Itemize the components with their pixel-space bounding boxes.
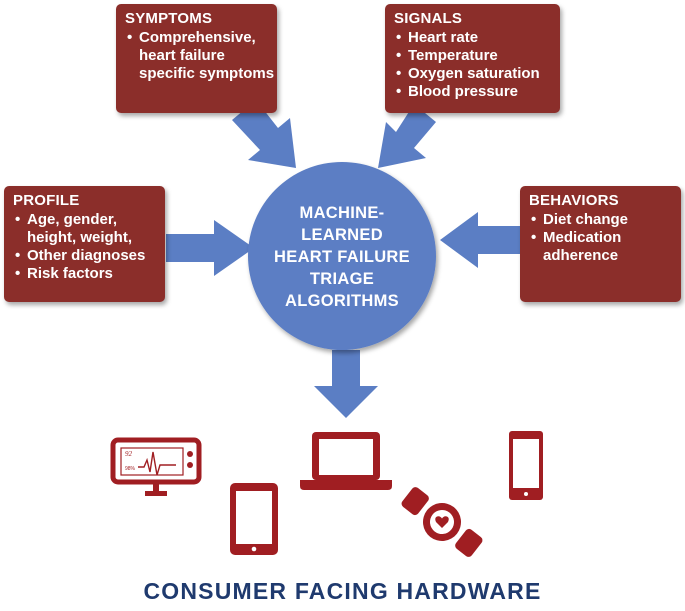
center-line: HEART FAILURE: [274, 248, 410, 266]
center-line: ALGORITHMS: [285, 292, 399, 310]
smartwatch-icon: [401, 487, 483, 557]
profile-box: PROFILE Age, gender, height, weight, Oth…: [4, 186, 165, 302]
symptoms-title: SYMPTOMS: [125, 10, 213, 27]
footer-caption: CONSUMER FACING HARDWARE: [143, 578, 542, 604]
list-item: Blood pressure: [396, 83, 551, 101]
symptoms-box: SYMPTOMS Comprehensive, heart failure sp…: [116, 4, 277, 113]
arrow-to-hardware: [314, 350, 378, 418]
list-item: Risk factors: [15, 265, 156, 283]
signals-title: SIGNALS: [394, 10, 463, 27]
center-circle: [248, 162, 436, 350]
list-item: Heart rate: [396, 29, 551, 47]
center-label: MACHINE- LEARNED HEART FAILURE TRIAGE AL…: [262, 202, 422, 312]
center-line: LEARNED: [301, 226, 383, 244]
list-item: Medication adherence: [531, 229, 653, 265]
center-line: MACHINE-: [299, 204, 385, 222]
symptoms-list: Comprehensive, heart failure specific sy…: [125, 29, 274, 83]
laptop-icon: [300, 432, 392, 490]
monitor-readout-small: 98%: [125, 466, 136, 472]
list-item: Diet change: [531, 211, 672, 229]
list-item: Other diagnoses: [15, 247, 156, 265]
smartphone-icon: [509, 431, 543, 500]
list-item: Comprehensive, heart failure specific sy…: [127, 29, 279, 83]
monitor-icon: 92 98%: [110, 437, 202, 496]
behaviors-title: BEHAVIORS: [529, 192, 619, 209]
behaviors-list: Diet change Medication adherence: [529, 211, 672, 265]
signals-box: SIGNALS Heart rate Temperature Oxygen sa…: [385, 4, 560, 113]
profile-title: PROFILE: [13, 192, 80, 209]
list-item: Oxygen saturation: [396, 65, 551, 83]
arrow-from-signals: [378, 104, 436, 168]
arrow-from-symptoms: [232, 100, 296, 168]
monitor-readout-label: 92: [125, 450, 133, 458]
list-item: Age, gender, height, weight,: [15, 211, 162, 247]
hardware-devices: 92 98%: [110, 431, 543, 557]
list-item: Temperature: [396, 47, 551, 65]
arrow-from-behaviors: [440, 212, 522, 268]
center-line: TRIAGE: [309, 270, 375, 288]
arrow-from-profile: [166, 220, 254, 276]
profile-list: Age, gender, height, weight, Other diagn…: [13, 211, 156, 283]
signals-list: Heart rate Temperature Oxygen saturation…: [394, 29, 551, 101]
arrows: [166, 100, 522, 418]
behaviors-box: BEHAVIORS Diet change Medication adheren…: [520, 186, 681, 302]
tablet-icon: [230, 483, 278, 555]
